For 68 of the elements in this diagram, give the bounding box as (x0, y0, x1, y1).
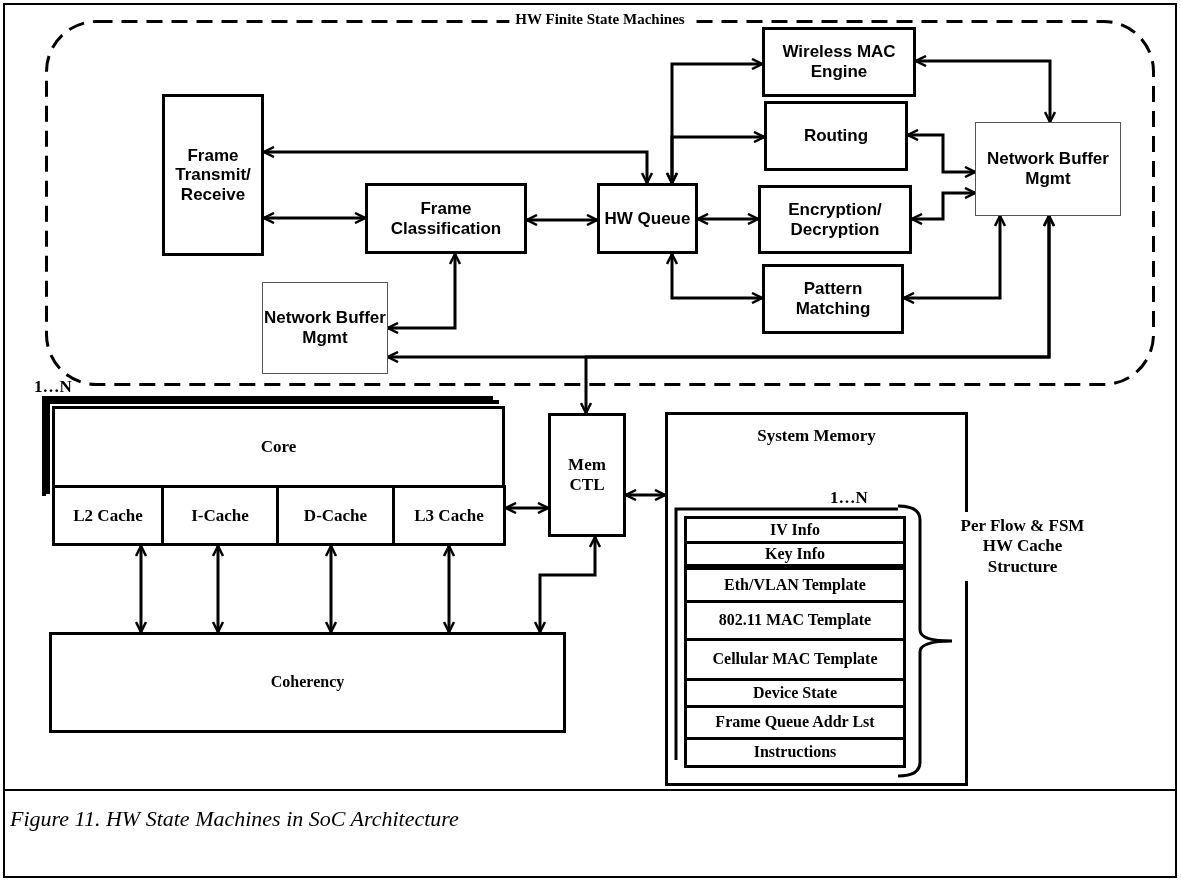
box-title: System Memory (756, 426, 877, 446)
node-label: Network Buffer Mgmt (263, 308, 387, 348)
process-box (262, 282, 388, 374)
node-label: Cellular MAC Template (712, 650, 878, 669)
arrow (579, 214, 1056, 415)
node-label: Core (260, 437, 297, 457)
figure-caption: Figure 11. HW State Machines in SoC Architecture (10, 806, 459, 832)
arrow (262, 145, 654, 185)
node-label: Frame Queue Addr Lst (715, 713, 875, 732)
arrow (914, 54, 1057, 124)
memory-row (684, 516, 906, 544)
node-label: 802.11 MAC Template (718, 611, 872, 630)
node-label: D-Cache (303, 505, 368, 526)
arrow (665, 252, 764, 305)
arrow (906, 128, 977, 179)
memory-row (684, 567, 906, 603)
cache-box (392, 485, 506, 546)
arrow (910, 186, 977, 226)
count-label: 1…N (830, 488, 868, 508)
node-label: Eth/VLAN Template (724, 575, 866, 595)
process-box (597, 183, 698, 254)
arrow (696, 212, 760, 226)
arrow (324, 544, 338, 634)
process-box (365, 183, 527, 254)
node-label: Key Info (765, 544, 825, 564)
node-label: HW Queue (604, 208, 691, 229)
arrow (533, 535, 602, 634)
node-label: Device State (753, 683, 837, 703)
node-label: Frame Classification (389, 198, 503, 239)
core-box (52, 406, 505, 488)
memory-row (684, 541, 906, 567)
arrow (624, 488, 667, 502)
process-box (764, 101, 908, 171)
arrow (525, 213, 599, 227)
arrow (902, 214, 1007, 305)
controller-box (548, 413, 626, 537)
process-box (758, 185, 912, 254)
cache-box (52, 485, 164, 546)
node-label: L3 Cache (414, 505, 484, 526)
count-label: 1…N (34, 377, 72, 397)
node-label: IV Info (770, 520, 820, 540)
node-label: Coherency (270, 673, 345, 692)
node-label: Frame Transmit/ Receive (174, 145, 252, 205)
arrow (665, 130, 766, 185)
node-label: Instructions (753, 743, 837, 762)
arrow (386, 252, 462, 335)
node-label: Pattern Matching (794, 279, 872, 319)
arrow (134, 544, 148, 634)
process-box (975, 122, 1121, 216)
node-label: Wireless MAC Engine (781, 42, 897, 82)
node-label: Mem CTL (567, 455, 607, 495)
arrow (262, 211, 367, 225)
process-box (762, 264, 904, 334)
memory-row (684, 678, 906, 708)
node-label: Encryption/ Decryption (787, 199, 883, 240)
arrow (442, 544, 456, 634)
arrow (504, 501, 550, 515)
node-label: I-Cache (191, 505, 249, 526)
coherency-box (49, 632, 566, 733)
arrow (211, 544, 225, 634)
process-box (762, 27, 916, 97)
memory-row (684, 638, 906, 681)
node-label: Network Buffer Mgmt (986, 149, 1110, 189)
process-box (162, 94, 264, 256)
memory-row (684, 737, 906, 768)
node-label: Routing (803, 126, 869, 146)
memory-row (684, 600, 906, 641)
node-label: L2 Cache (73, 505, 143, 526)
